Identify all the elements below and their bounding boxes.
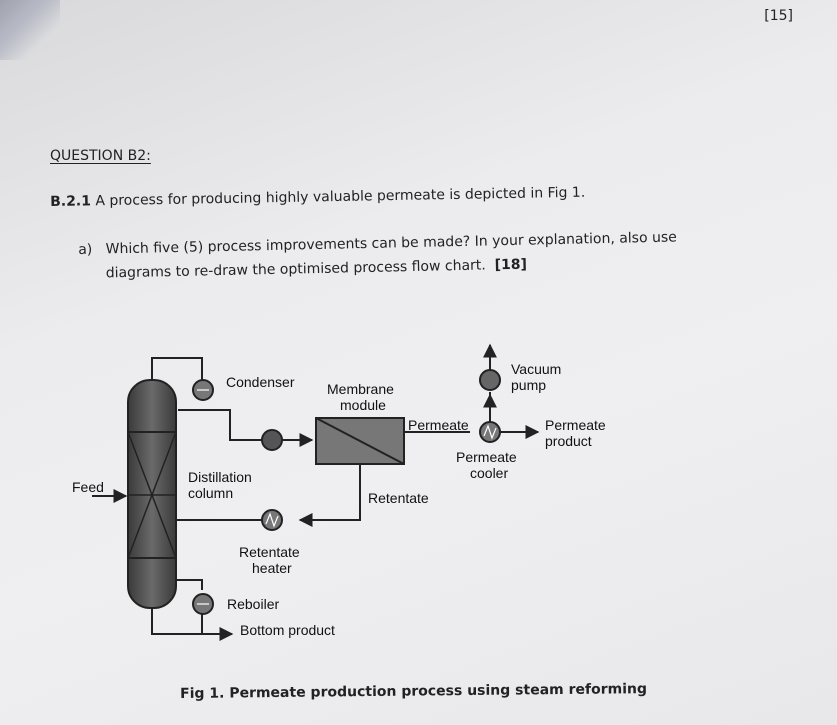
label-feed: Feed: [72, 479, 104, 495]
label-vacuum-2: pump: [511, 377, 546, 393]
label-permeate: Permeate: [408, 417, 469, 433]
label-membrane-2: module: [340, 397, 386, 413]
label-permeate-product-1: Permeate: [545, 417, 606, 433]
permeate-cooler: [479, 421, 540, 443]
label-vacuum-1: Vacuum: [511, 361, 561, 377]
retentate-heater: [261, 509, 283, 531]
condenser: [192, 379, 214, 401]
column-piping: [92, 357, 361, 641]
label-heater-1: Retentate: [239, 544, 300, 560]
label-distillation-2: column: [188, 485, 233, 501]
page-corner-shadow: [0, 0, 60, 60]
label-heater-2: heater: [252, 560, 292, 576]
vacuum-pump: [479, 343, 501, 422]
membrane-module: [315, 417, 470, 465]
feed-pump: [261, 429, 283, 451]
label-membrane-1: Membrane: [327, 381, 394, 397]
label-permeate-product-2: product: [545, 433, 592, 449]
total-marks: [15]: [764, 8, 793, 24]
label-condenser: Condenser: [226, 374, 295, 390]
label-bottom-product: Bottom product: [240, 622, 335, 638]
reboiler: [192, 593, 214, 615]
label-cooler-1: Permeate: [456, 449, 517, 465]
label-distillation-1: Distillation: [188, 469, 252, 485]
label-retentate: Retentate: [368, 490, 429, 506]
label-cooler-2: cooler: [470, 465, 508, 481]
label-reboiler: Reboiler: [227, 596, 279, 612]
distillation-column: [127, 379, 177, 609]
question-title: QUESTION B2:: [50, 148, 151, 164]
